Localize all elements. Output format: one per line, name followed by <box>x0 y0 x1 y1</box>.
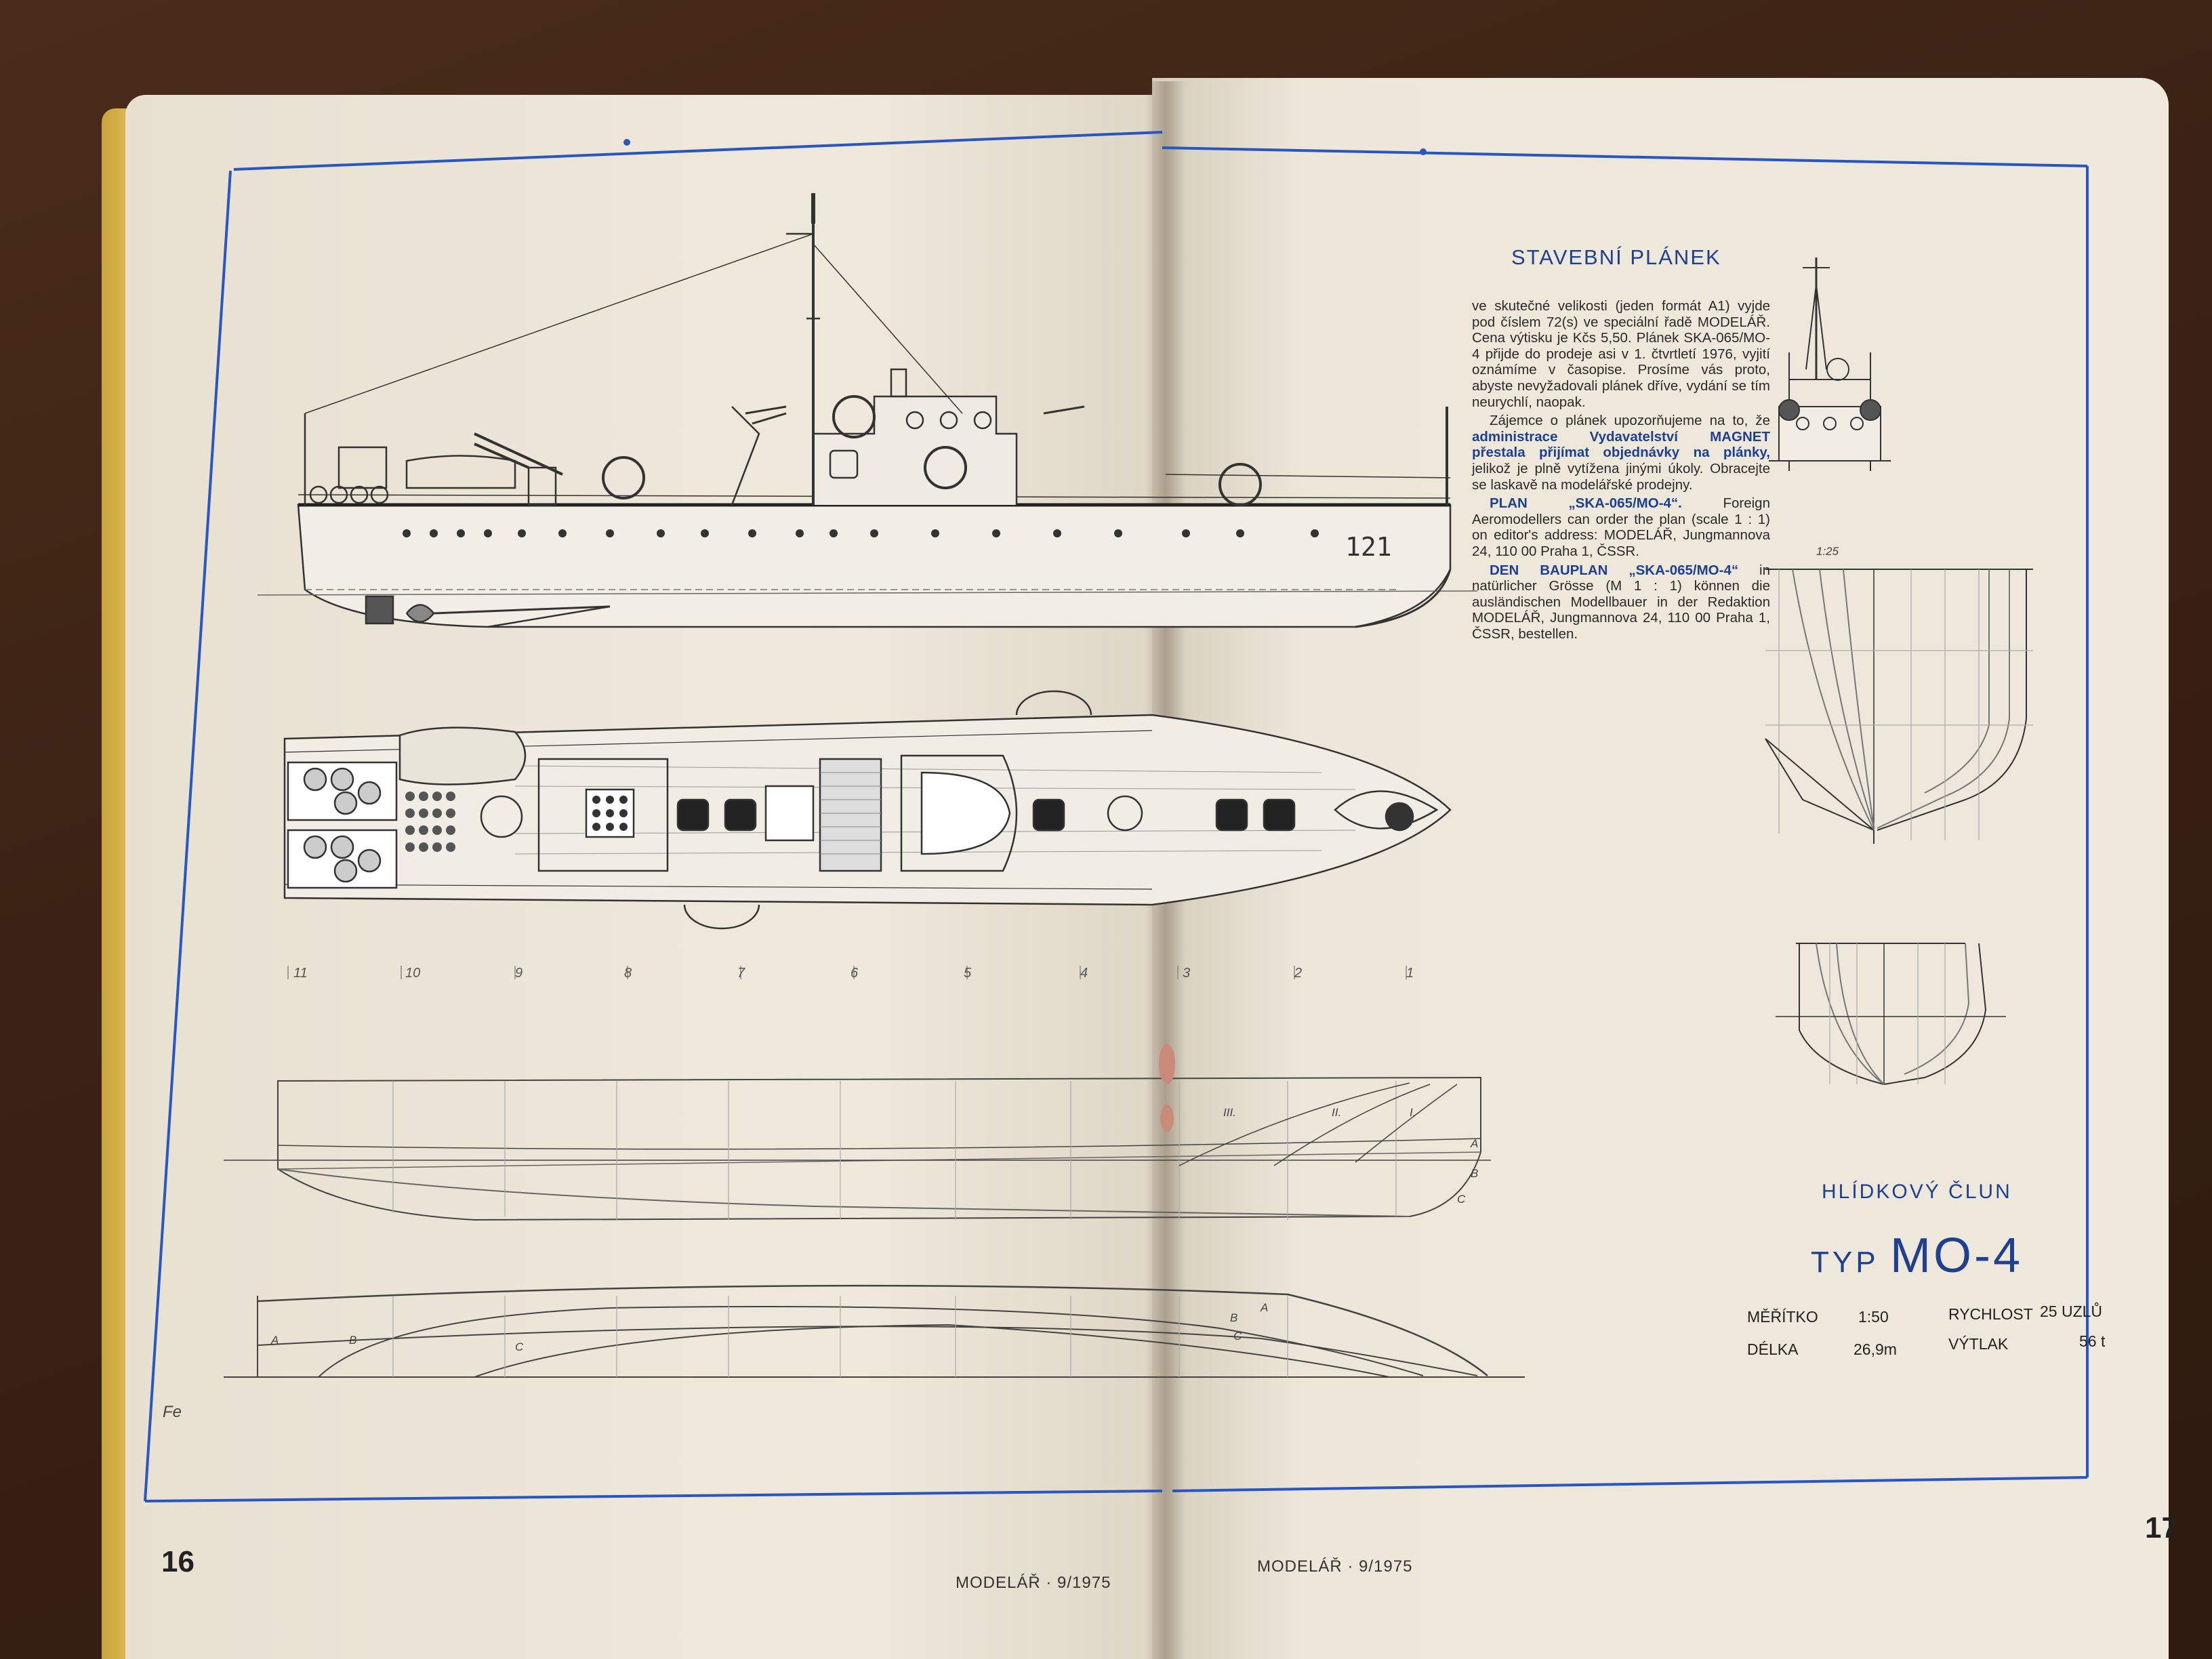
spec-value-displacement: 56 t <box>2079 1332 2106 1350</box>
page-number-right: 17 <box>2145 1511 2178 1544</box>
station-label: 8 <box>624 966 632 981</box>
blue-frame <box>144 131 2089 1502</box>
station-label: 5 <box>964 966 972 981</box>
spec-label-displacement: VÝTLAK <box>1948 1335 2009 1353</box>
front-view <box>1769 258 1891 471</box>
station-label: 2 <box>1294 966 1303 981</box>
station-label: 7 <box>737 966 745 981</box>
buttock-label-3: III. <box>1223 1106 1236 1119</box>
station-label: 10 <box>405 966 421 981</box>
station-ticks <box>287 966 1407 979</box>
spec-value-length: 26,9m <box>1853 1340 1897 1358</box>
draughtsman-initials: Fe <box>163 1403 182 1421</box>
lines-half-breadth <box>224 1284 1525 1378</box>
side-profile <box>257 193 1478 628</box>
staple-hole <box>1160 1105 1174 1132</box>
page-title: STAVEBNÍ PLÁNEK <box>1511 245 1721 269</box>
caption-boat-type: HLÍDKOVÝ ČLUN <box>1822 1181 2012 1203</box>
scale-label: 1:25 <box>1816 545 1839 558</box>
article-paragraph-english: PLAN „SKA-065/MO-4“. Foreign Aeromodelle… <box>1472 495 1770 559</box>
half-breadth-label-c-aft: C <box>515 1340 524 1353</box>
station-label: 9 <box>515 966 523 981</box>
spec-label-speed: RYCHLOST <box>1948 1305 2033 1323</box>
article-paragraph-2: Zájemce o plánek upozorňujeme na to, že … <box>1472 413 1770 493</box>
lines-profile <box>224 1076 1491 1221</box>
body-plan-small <box>1776 943 2006 1085</box>
waterline-label-a: A <box>1471 1137 1479 1150</box>
half-breadth-label-a-aft: A <box>271 1334 279 1347</box>
station-label: 11 <box>293 966 308 981</box>
staple-hole <box>1159 1044 1175 1084</box>
buttock-label-1: I. <box>1410 1106 1416 1119</box>
station-label: 3 <box>1183 966 1191 981</box>
station-label: 1 <box>1406 966 1414 981</box>
hull-number: 121 <box>1345 532 1392 562</box>
spec-label-length: DÉLKA <box>1747 1340 1799 1358</box>
waterline-label-c: C <box>1457 1193 1466 1206</box>
caption-model: TYP MO-4 <box>1811 1229 2024 1283</box>
spec-value-speed: 25 UZLŮ <box>2040 1303 2103 1320</box>
half-breadth-label-b-aft: B <box>349 1334 357 1347</box>
station-label: 6 <box>851 966 859 981</box>
half-breadth-label-c: C <box>1233 1330 1242 1343</box>
page-number-left: 16 <box>161 1545 194 1578</box>
article-paragraph-1: ve skutečné velikosti (jeden formát A1) … <box>1472 298 1770 410</box>
half-breadth-label-b: B <box>1230 1311 1238 1324</box>
spec-value-scale: 1:50 <box>1858 1308 1889 1326</box>
footer-right: MODELÁŘ · 9/1975 <box>1257 1557 1413 1576</box>
article-text: ve skutečné velikosti (jeden formát A1) … <box>1472 298 1770 644</box>
footer-left: MODELÁŘ · 9/1975 <box>956 1574 1111 1592</box>
deck-plan <box>283 690 1452 930</box>
spec-label-scale: MĚŘÍTKO <box>1747 1308 1818 1326</box>
body-plan-large <box>1765 569 2033 844</box>
buttock-label-2: II. <box>1332 1106 1342 1119</box>
station-label: 4 <box>1080 966 1088 981</box>
article-paragraph-german: DEN BAUPLAN „SKA-065/MO-4“ in natürliche… <box>1472 562 1770 642</box>
half-breadth-label-a: A <box>1261 1301 1269 1314</box>
waterline-label-b: B <box>1471 1167 1479 1180</box>
